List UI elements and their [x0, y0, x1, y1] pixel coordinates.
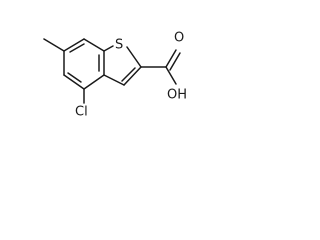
carbonyl-oxygen-label: O	[174, 31, 184, 46]
bond-s-c2	[126, 46, 142, 68]
hydroxyl-label: OH	[167, 88, 187, 103]
bond-c3a-c4	[83, 74, 105, 90]
bond-c4-c5-inner	[67, 72, 82, 83]
benzothiophene-structure: S Cl O OH	[43, 31, 187, 120]
bond-c2-c3-inner	[121, 67, 136, 82]
bond-c-oh	[165, 66, 177, 85]
bond-c-o-double-a	[165, 49, 177, 68]
bond-c3-c3a	[103, 74, 125, 86]
sulfur-label: S	[115, 38, 123, 53]
bond-c-o-double-b	[169, 52, 181, 71]
bond-c5-methyl	[43, 38, 65, 52]
bond-c7-c7a	[83, 38, 105, 52]
bond-c2-c3	[123, 66, 142, 86]
bond-c4-c5	[63, 74, 85, 90]
bond-c7a-s	[103, 45, 114, 52]
bond-c6-c7	[63, 38, 85, 52]
chlorine-label: Cl	[75, 105, 88, 120]
bond-c6-c7-inner	[69, 43, 85, 53]
